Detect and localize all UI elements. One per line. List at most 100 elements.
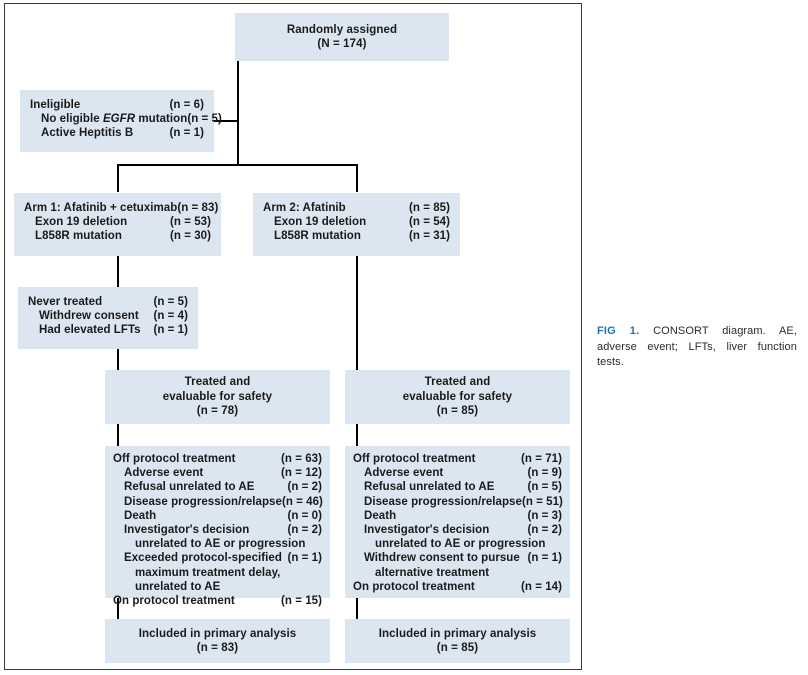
list-item: Refusal unrelated to AE (n = 2) [113,480,322,494]
row-count: (n = 1) [153,324,188,337]
row-count: (n = 1) [169,127,204,140]
row-count: (n = 51) [521,495,563,508]
row-label: Refusal unrelated to AE [364,481,495,494]
list-item: maximum treatment delay, [113,566,322,580]
row-label: unrelated to AE [135,580,221,593]
row-label: On protocol treatment [353,580,475,593]
list-item: On protocol treatment (n = 14) [353,580,562,594]
row-count: (n = 12) [281,467,322,480]
row-count: (n = 63) [281,453,322,465]
row-label: No eligible EGFR mutation [41,113,188,126]
figure-caption-text: CONSORT diagram. AE, adverse event; LFTs… [597,325,797,368]
row-count: (n = 53) [170,216,211,229]
node-never-treated: Never treated (n = 5) Withdrew consent (… [18,287,198,349]
row-count: (n = 14) [521,580,562,593]
row-count: (n = 0) [287,509,322,522]
node-line: Treated and [184,376,251,389]
connector-to-ineligible [213,120,239,122]
row-label: Investigator's decision [364,524,490,537]
row-count: (n = 5) [187,113,222,126]
row-label: Exon 19 deletion [274,216,367,229]
row-label: unrelated to AE or progression [375,538,546,551]
list-item: Adverse event (n = 12) [113,466,322,480]
row-label: Exon 19 deletion [35,216,128,229]
list-item: Arm 2: Afatinib (n = 85) [263,201,450,215]
list-item: unrelated to AE or progression [353,537,562,551]
row-label: Had elevated LFTs [39,324,141,337]
list-item: unrelated to AE [113,580,322,594]
node-treated-evaluable-arm2: Treated and evaluable for safety (n = 85… [345,370,570,424]
list-item: Ineligible (n = 6) [30,98,204,112]
row-label: Exceeded protocol-specified [124,552,282,565]
list-item: Active Heptitis B (n = 1) [30,126,204,140]
node-line: evaluable for safety [402,390,513,403]
row-label: Withdrew consent to pursue [364,552,520,565]
node-ineligible: Ineligible (n = 6) No eligible EGFR muta… [20,90,222,152]
node-line: (n = 85) [436,642,479,654]
connector-branch-right-down [356,164,358,192]
list-item: Arm 1: Afatinib + cetuximab (n = 83) [24,201,218,215]
node-outcomes-arm1: Off protocol treatment (n = 63) Adverse … [105,446,330,607]
row-label: Active Heptitis B [41,127,134,140]
consort-figure-panel: Randomly assigned (N = 174) Ineligible (… [4,3,582,670]
row-count: (n = 3) [527,509,562,522]
list-item: Exon 19 deletion (n = 54) [263,215,450,229]
row-label: Off protocol treatment [353,453,476,465]
list-item: Investigator's decision (n = 2) [113,523,322,537]
row-label: Adverse event [124,467,204,480]
list-item: alternative treatment [353,566,562,580]
node-line: Randomly assigned [286,23,398,36]
row-count: (n = 6) [169,99,204,111]
row-label: Off protocol treatment [113,453,236,465]
node-arm2: Arm 2: Afatinib (n = 85) Exon 19 deletio… [253,193,460,256]
row-count: (n = 83) [177,202,219,214]
row-count: (n = 1) [527,552,562,565]
list-item: No eligible EGFR mutation (n = 5) [30,112,222,126]
row-label: Investigator's decision [124,524,250,537]
node-treated-evaluable-arm1: Treated and evaluable for safety (n = 78… [105,370,330,424]
row-label: Never treated [28,296,103,308]
node-arm1: Arm 1: Afatinib + cetuximab (n = 83) Exo… [14,193,221,256]
row-count: (n = 46) [281,495,323,508]
connector-randomized-down [237,61,239,166]
row-label: alternative treatment [375,566,490,579]
list-item: Withdrew consent to pursue (n = 1) [353,551,562,565]
node-included-primary-analysis-arm2: Included in primary analysis (n = 85) [345,619,570,663]
row-count: (n = 5) [153,296,188,308]
node-line: (n = 83) [196,642,239,654]
node-line: (n = 85) [436,405,479,418]
list-item: Refusal unrelated to AE (n = 5) [353,480,562,494]
connector-outcomes2-to-included2 [356,597,358,619]
row-label: Death [364,509,397,522]
row-label: Arm 2: Afatinib [263,202,346,214]
node-randomly-assigned: Randomly assigned (N = 174) [235,13,449,61]
connector-treated2-to-outcomes2 [356,423,358,447]
node-outcomes-arm2: Off protocol treatment (n = 71) Adverse … [345,446,570,598]
row-count: (n = 15) [281,595,322,608]
row-label: Death [124,509,157,522]
list-item: Had elevated LFTs (n = 1) [28,323,188,337]
list-item: Withdrew consent (n = 4) [28,309,188,323]
list-item: On protocol treatment (n = 15) [113,594,322,608]
node-line: (N = 174) [317,38,367,50]
list-item: Disease progression/relapse (n = 46) [113,495,323,509]
row-count: (n = 2) [287,524,322,537]
row-count: (n = 2) [527,524,562,537]
list-item: Exon 19 deletion (n = 53) [24,215,211,229]
connector-arm2-to-treated2 [356,256,358,371]
list-item: L858R mutation (n = 30) [24,229,211,243]
list-item: Investigator's decision (n = 2) [353,523,562,537]
connector-treated1-to-outcomes1 [117,423,119,447]
node-line: evaluable for safety [162,390,273,403]
row-label: Ineligible [30,99,81,111]
list-item: Adverse event (n = 9) [353,466,562,480]
connector-outcomes1-to-included1 [117,597,119,619]
row-label: Disease progression/relapse [124,495,282,508]
row-count: (n = 9) [527,467,562,480]
row-label: Disease progression/relapse [364,495,522,508]
list-item: L858R mutation (n = 31) [263,229,450,243]
row-label: Refusal unrelated to AE [124,481,255,494]
row-label: L858R mutation [274,230,361,243]
row-count: (n = 2) [287,481,322,494]
row-count: (n = 31) [409,230,450,243]
